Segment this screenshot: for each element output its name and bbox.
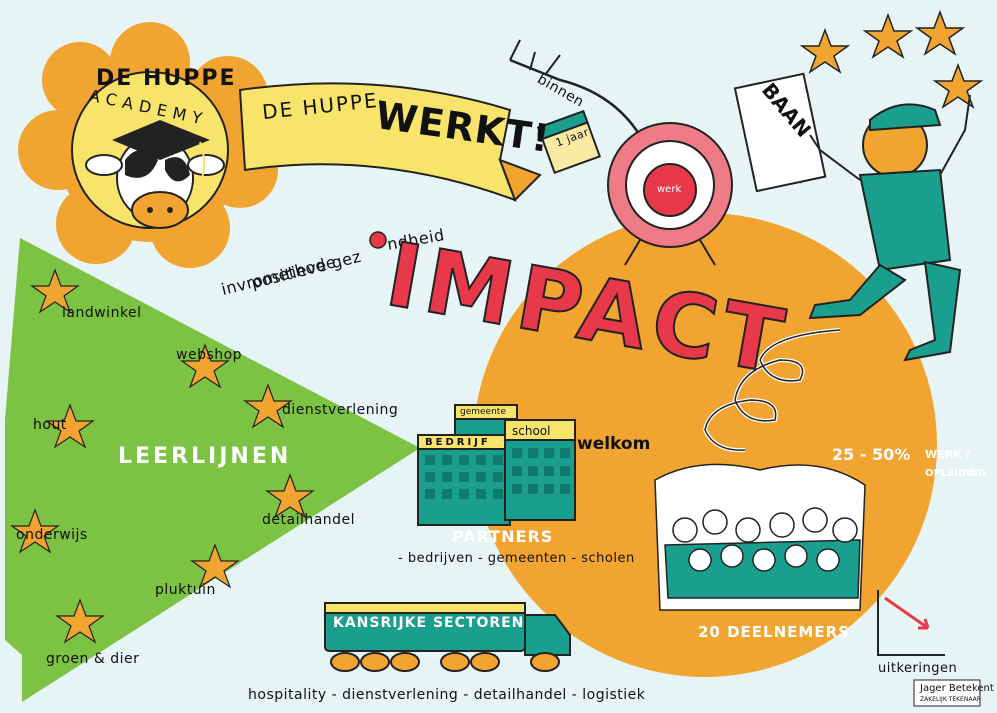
- building-label-school: school: [512, 424, 551, 438]
- percentage-label-2: OPLEIDING: [925, 468, 987, 479]
- building-label-gemeente: gemeente: [460, 407, 506, 417]
- building-windows: [425, 448, 570, 499]
- tree-item-detailhandel: detailhandel: [262, 512, 356, 528]
- signature-box: [913, 679, 981, 707]
- tree-item-pluktuin: pluktuin: [155, 582, 216, 598]
- participants-crowd: [654, 463, 866, 611]
- sectors-list: hospitality - dienstverlening - detailha…: [248, 687, 646, 703]
- benefits-label: uitkeringen: [878, 661, 958, 676]
- decline-graph: [877, 590, 945, 656]
- tree-stars: [10, 268, 315, 644]
- truck-label: KANSRIJKE SECTOREN: [333, 615, 525, 631]
- welkom-label: welkom: [577, 434, 651, 454]
- logo-title: DE HUPPE: [96, 66, 237, 91]
- worker-figure: [808, 94, 971, 362]
- target-center-label: werk: [657, 184, 682, 195]
- tree-item-hout: hout: [33, 417, 67, 433]
- leerlijnen-tree: [5, 238, 420, 702]
- truck-icon: [324, 602, 571, 672]
- calendar-icon: [536, 109, 602, 175]
- tree-item-groen-dier: groen & dier: [46, 651, 140, 667]
- building-label-bedrijf: BEDRIJF: [425, 437, 491, 448]
- partners-subtitle: - bedrijven - gemeenten - scholen: [398, 551, 635, 566]
- percentage-value: 25 - 50%: [832, 445, 911, 464]
- signature-name: Jager Betekent: [920, 683, 994, 694]
- cow-mascot: [85, 120, 225, 229]
- tree-item-webshop: webshop: [176, 347, 243, 363]
- tree-item-onderwijs: onderwijs: [16, 527, 88, 543]
- participants-count: 20 DEELNEMERS: [698, 623, 850, 641]
- signature-tag: ZAKELIJK TEKENAAR: [920, 696, 981, 703]
- tree-item-dienstverlening: dienstverlening: [282, 402, 399, 418]
- target-icon: [607, 122, 733, 266]
- partners-title: PARTNERS: [452, 527, 554, 546]
- tree-item-landwinkel: landwinkel: [62, 305, 142, 321]
- job-paper: [733, 72, 827, 193]
- percentage-label-1: WERK /: [925, 448, 970, 461]
- tree-title: LEERLIJNEN: [118, 444, 292, 469]
